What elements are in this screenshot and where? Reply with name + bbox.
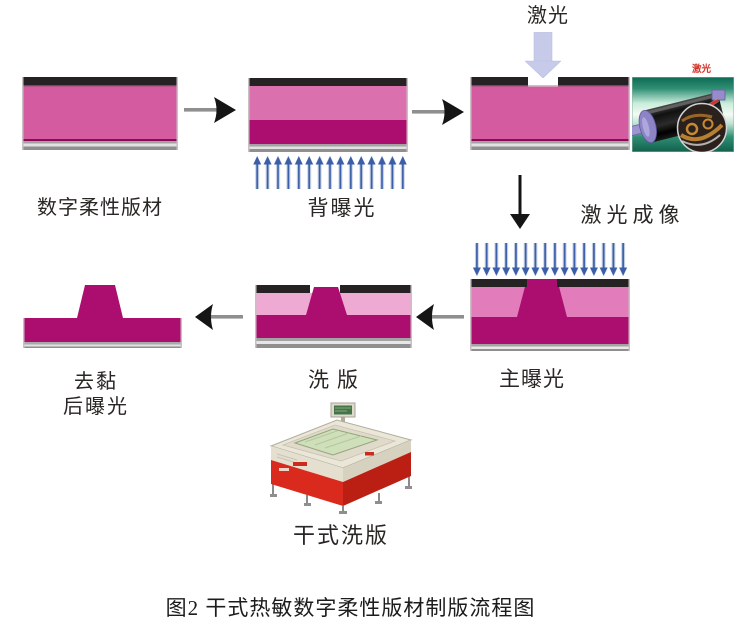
dry-washing-machine-image: [269, 402, 413, 514]
main-exposed-plate-graphic: [470, 279, 630, 351]
flow-arrow-left-2: [195, 304, 243, 330]
laser-label: 激光: [527, 5, 569, 27]
dry-washing-label: 干式洗版: [292, 523, 389, 548]
laser-beam-arrow-icon: [525, 32, 561, 78]
raw-plate-graphic: [22, 77, 178, 150]
laser-imaged-plate-graphic: [470, 77, 630, 150]
back-exposure-uv-arrows-icon: [252, 156, 408, 191]
flow-arrow-left-1: [416, 304, 464, 330]
detack-label: 去黏 后曝光: [16, 370, 176, 420]
laser-drum-image: [632, 77, 734, 152]
flow-arrow-right-2: [412, 99, 464, 125]
finished-plate-graphic: [23, 285, 182, 348]
detack-label-line1: 去黏: [74, 371, 118, 393]
laser-imaging-label: 激光成像: [580, 203, 685, 227]
drum-laser-label: 激光: [692, 65, 712, 75]
washed-plate-graphic: [255, 285, 412, 348]
detack-label-line2: 后曝光: [63, 396, 129, 418]
figure-caption: 图2 干式热敏数字柔性版材制版流程图: [165, 596, 536, 620]
flow-arrow-down: [510, 175, 530, 229]
washing-label: 洗版: [308, 368, 366, 392]
raw-plate-label: 数字柔性版材: [37, 197, 163, 219]
back-exposure-label: 背曝光: [307, 196, 377, 220]
back-exposed-plate-graphic: [248, 78, 408, 152]
main-exposure-uv-arrows-icon: [472, 243, 628, 276]
main-exposure-label: 主曝光: [499, 367, 565, 391]
flow-arrow-right-1: [184, 97, 236, 123]
